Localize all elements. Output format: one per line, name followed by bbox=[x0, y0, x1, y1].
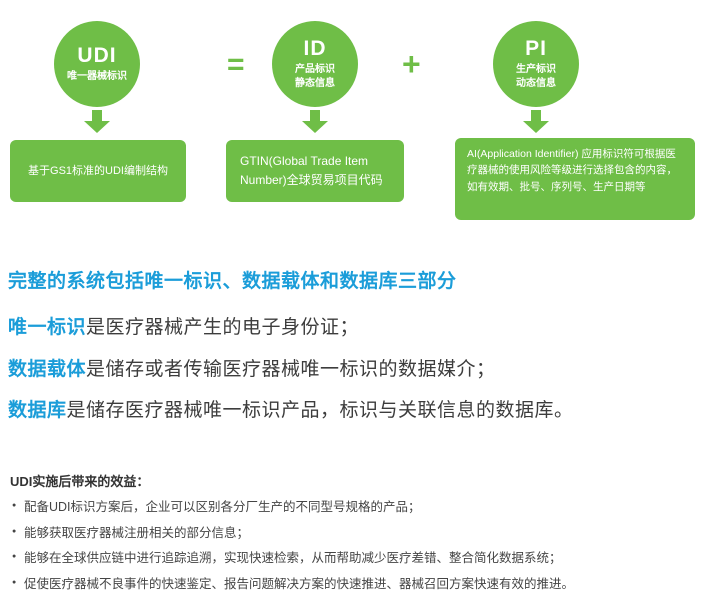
benefit-item: 配备UDI标识方案后，企业可以区别各分厂生产的不同型号规格的产品； bbox=[12, 499, 421, 515]
id-circle: ID 产品标识 静态信息 bbox=[272, 21, 358, 107]
udi-structure-box: 基于GS1标准的UDI编制结构 bbox=[10, 140, 186, 202]
plus-sign: + bbox=[402, 46, 421, 82]
pi-subtitle: 生产标识 动态信息 bbox=[516, 64, 556, 89]
bullet-icon bbox=[12, 578, 16, 587]
desc-database: 是储存医疗器械唯一标识产品，标识与关联信息的数据库。 bbox=[66, 400, 574, 421]
down-arrow-icon bbox=[84, 110, 110, 134]
term-database: 数据库 bbox=[8, 400, 67, 421]
system-section-heading: 完整的系统包括唯一标识、数据载体和数据库三部分 bbox=[8, 271, 457, 292]
pi-circle: PI 生产标识 动态信息 bbox=[493, 21, 579, 107]
gtin-text: GTIN(Global Trade Item Number)全球贸易项目代码 bbox=[240, 154, 383, 187]
desc-unique-id: 是医疗器械产生的电子身份证； bbox=[86, 317, 360, 338]
id-subtitle: 产品标识 静态信息 bbox=[295, 64, 335, 89]
definition-line-data-carrier: 数据载体是储存或者传输医疗器械唯一标识的数据媒介； bbox=[8, 358, 496, 383]
term-unique-id: 唯一标识 bbox=[8, 317, 87, 338]
definition-line-unique-id: 唯一标识是医疗器械产生的电子身份证； bbox=[8, 316, 359, 341]
ai-box: AI(Application Identifier) 应用标识符可根据医疗器械的… bbox=[455, 138, 695, 220]
benefit-text: 配备UDI标识方案后，企业可以区别各分厂生产的不同型号规格的产品； bbox=[24, 500, 421, 514]
benefit-item: 能够获取医疗器械注册相关的部分信息； bbox=[12, 525, 249, 541]
equals-sign: = bbox=[227, 48, 245, 81]
udi-subtitle: 唯一器械标识 bbox=[67, 70, 127, 82]
definition-line-database: 数据库是储存医疗器械唯一标识产品，标识与关联信息的数据库。 bbox=[8, 399, 574, 424]
bullet-icon bbox=[12, 501, 16, 510]
udi-circle: UDI 唯一器械标识 bbox=[54, 21, 140, 107]
udi-structure-text: 基于GS1标准的UDI编制结构 bbox=[28, 164, 168, 177]
benefit-text: 促使医疗器械不良事件的快速鉴定、报告问题解决方案的快速推进、器械召回方案快速有效… bbox=[24, 577, 575, 591]
benefit-item: 促使医疗器械不良事件的快速鉴定、报告问题解决方案的快速推进、器械召回方案快速有效… bbox=[12, 576, 574, 592]
benefit-text: 能够获取医疗器械注册相关的部分信息； bbox=[24, 526, 250, 540]
term-data-carrier: 数据载体 bbox=[8, 359, 87, 380]
benefit-text: 能够在全球供应链中进行追踪追溯，实现快速检索，从而帮助减少医疗差错、整合简化数据… bbox=[24, 551, 562, 565]
udi-abbr: UDI bbox=[77, 43, 117, 67]
desc-data-carrier: 是储存或者传输医疗器械唯一标识的数据媒介； bbox=[86, 359, 496, 380]
down-arrow-icon bbox=[302, 110, 328, 134]
gtin-box: GTIN(Global Trade Item Number)全球贸易项目代码 bbox=[226, 140, 404, 202]
ai-text: AI(Application Identifier) 应用标识符可根据医疗器械的… bbox=[467, 148, 677, 193]
pi-abbr: PI bbox=[525, 37, 547, 60]
bullet-icon bbox=[12, 552, 16, 561]
benefit-item: 能够在全球供应链中进行追踪追溯，实现快速检索，从而帮助减少医疗差错、整合简化数据… bbox=[12, 550, 562, 566]
bullet-icon bbox=[12, 527, 16, 536]
id-abbr: ID bbox=[303, 37, 327, 60]
benefits-heading: UDI实施后带来的效益： bbox=[10, 474, 150, 489]
down-arrow-icon bbox=[523, 110, 549, 134]
